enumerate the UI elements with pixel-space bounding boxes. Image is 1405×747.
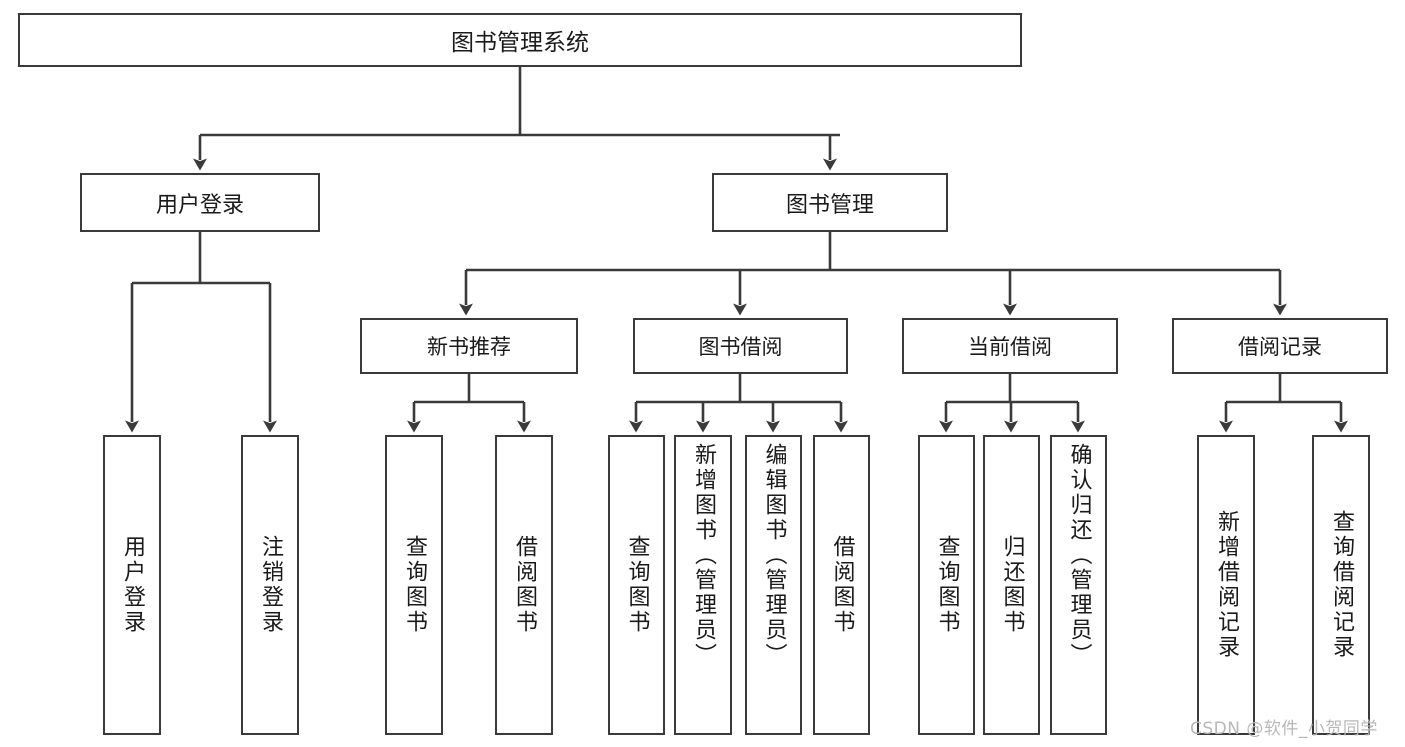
- leaf-edit-book-admin[interactable]: 编辑图书（管理员）: [745, 435, 802, 735]
- node-user-login[interactable]: 用户登录: [80, 173, 320, 232]
- leaf-query-borrow-record[interactable]: 查询借阅记录: [1312, 435, 1370, 735]
- leaf-query-book-current[interactable]: 查询图书: [918, 435, 975, 735]
- leaf-borrow-book-recommend[interactable]: 借阅图书: [495, 435, 553, 735]
- leaf-add-borrow-record[interactable]: 新增借阅记录: [1197, 435, 1255, 735]
- leaf-add-book-admin[interactable]: 新增图书（管理员）: [674, 435, 732, 735]
- node-root[interactable]: 图书管理系统: [18, 13, 1022, 67]
- leaf-user-login[interactable]: 用户登录: [103, 435, 161, 735]
- leaf-confirm-return-admin[interactable]: 确认归还（管理员）: [1050, 435, 1107, 735]
- node-current-borrow[interactable]: 当前借阅: [902, 318, 1118, 374]
- leaf-query-book-recommend[interactable]: 查询图书: [385, 435, 443, 735]
- node-new-book-recommend[interactable]: 新书推荐: [360, 318, 578, 374]
- leaf-return-book[interactable]: 归还图书: [983, 435, 1040, 735]
- node-book-borrow[interactable]: 图书借阅: [633, 318, 848, 374]
- leaf-logout-login[interactable]: 注销登录: [241, 435, 299, 735]
- node-book-manage[interactable]: 图书管理: [712, 173, 948, 232]
- csdn-watermark: CSDN @软件_小贺同学: [1190, 719, 1378, 739]
- node-borrow-record[interactable]: 借阅记录: [1172, 318, 1388, 374]
- leaf-borrow-book-borrow[interactable]: 借阅图书: [813, 435, 870, 735]
- leaf-query-book-borrow[interactable]: 查询图书: [608, 435, 665, 735]
